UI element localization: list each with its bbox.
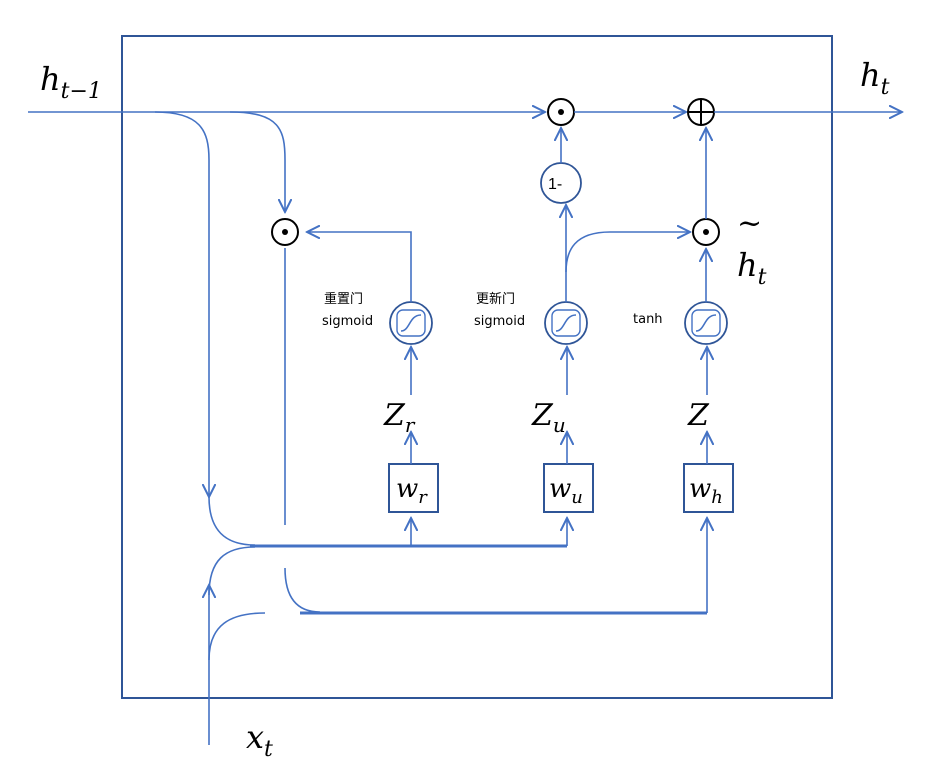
weight-box-reset: [388, 463, 439, 513]
z-candidate-label: Z: [687, 398, 710, 433]
update-gate-act-label: sigmoid: [474, 314, 525, 329]
update-sigmoid-to-candidate-product: [565, 232, 690, 273]
weight-update-label: wu: [549, 474, 583, 508]
reset-product-to-bus2: [284, 567, 321, 613]
reset-hadamard-node: [271, 218, 299, 246]
weight-candidate-label: wh: [689, 474, 723, 508]
z-update-label: Zu: [531, 398, 566, 437]
svg-text:ht: ht: [737, 246, 767, 290]
weight-reset-label: wr: [396, 474, 428, 508]
cell-boundary: [121, 35, 833, 699]
x-to-bus1: [208, 546, 256, 596]
update-gate-cn-label: 更新门: [476, 291, 515, 307]
h-prev-label: ht−1: [40, 60, 102, 104]
h-prev-branch-reset: [229, 111, 285, 212]
candidate-state-label: ~ ht: [737, 206, 767, 290]
h-prev-to-bus: [208, 496, 256, 546]
sigmoid-update-node: [544, 301, 588, 345]
top-hadamard-node: [547, 98, 575, 126]
h-output-label: ht: [860, 56, 890, 100]
reset-gate-cn-label: 重置门: [324, 291, 363, 307]
candidate-hadamard-node: [692, 218, 720, 246]
x-input-label: xt: [246, 718, 273, 762]
x-to-bus2: [208, 612, 266, 661]
candidate-act-label: tanh: [633, 312, 663, 327]
h-prev-branch-down: [154, 111, 209, 497]
weight-box-update: [543, 463, 594, 513]
add-node: [687, 98, 715, 126]
one-minus-label: 1-: [548, 176, 562, 193]
svg-text:~: ~: [737, 206, 762, 241]
tanh-node: [684, 301, 728, 345]
sigmoid-reset-node: [389, 301, 433, 345]
z-reset-label: Zr: [383, 398, 416, 437]
reset-sigmoid-to-product: [307, 232, 412, 302]
weight-box-candidate: [683, 463, 734, 513]
reset-gate-act-label: sigmoid: [322, 314, 373, 329]
